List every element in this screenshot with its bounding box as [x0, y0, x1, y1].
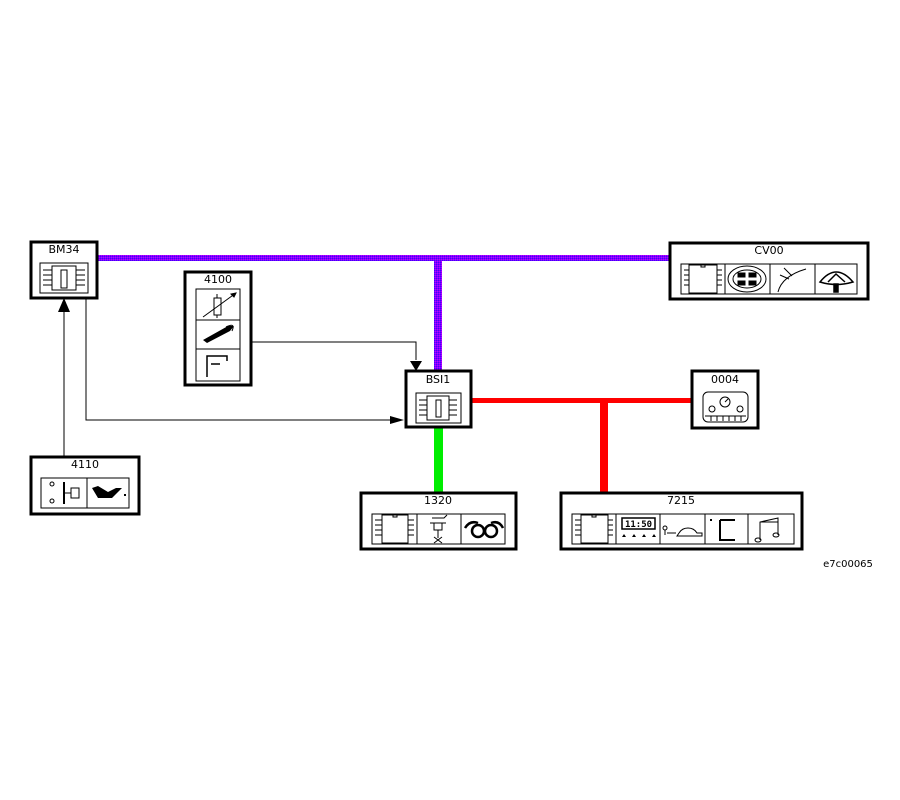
red-bus: [472, 398, 692, 492]
ic-chip-icon: [575, 514, 613, 544]
module-label: 1320: [424, 494, 452, 507]
lever-switch-icon: [206, 355, 228, 377]
arrow-down-icon: [410, 361, 422, 371]
arrowheads: [58, 298, 422, 424]
ecu-chip-icon: [39, 262, 89, 294]
module-4110[interactable]: 4110: [29, 455, 141, 516]
steering-wheel-icon: [818, 271, 855, 293]
variable-resistor-icon: [202, 292, 237, 318]
arrow-up-icon: [58, 298, 70, 312]
signal-wires: [63, 298, 417, 457]
bracket-icon: [710, 519, 735, 541]
module-label: BSI1: [426, 373, 451, 386]
instrument-cluster-icon: [702, 391, 749, 423]
clock-display-icon: 11:50: [621, 517, 656, 537]
pressure-switch-icon: [49, 481, 80, 504]
module-label: CV00: [754, 244, 783, 257]
glow-plug-icon: [463, 520, 505, 539]
module-7215[interactable]: 7215 11:50: [559, 491, 804, 551]
purple-bus: [97, 255, 672, 371]
music-note-icon: [754, 517, 780, 543]
figure-reference: e7c00065: [823, 559, 873, 570]
wire-4100-bsi1: [252, 341, 417, 360]
module-0004[interactable]: 0004: [690, 369, 760, 430]
wiper-arc-icon: [777, 267, 807, 293]
arrow-right-icon: [390, 416, 404, 424]
wiper-stalk-icon: [203, 324, 234, 343]
module-label: BM34: [48, 243, 79, 256]
ic-chip-icon: [684, 264, 722, 294]
module-1320[interactable]: 1320: [359, 491, 518, 551]
module-label: 4100: [204, 273, 232, 286]
module-label: 7215: [667, 494, 695, 507]
ic-chip-icon: [375, 514, 414, 544]
green-bus: [434, 428, 443, 493]
svg-text:11:50: 11:50: [625, 520, 652, 530]
module-label: 0004: [711, 373, 739, 386]
module-bsi1[interactable]: BSI1: [404, 369, 473, 429]
injector-icon: [430, 514, 448, 544]
module-cv00[interactable]: CV00: [668, 241, 870, 301]
oil-can-icon: [92, 486, 126, 498]
module-label: 4110: [71, 458, 99, 471]
key-car-icon: [662, 525, 703, 537]
wire-bm34-bsi1: [85, 298, 395, 421]
module-bm34[interactable]: BM34: [29, 240, 99, 300]
ecu-chip-icon: [415, 392, 462, 424]
module-4100[interactable]: 4100: [183, 270, 253, 387]
connector-icon: [727, 265, 767, 293]
